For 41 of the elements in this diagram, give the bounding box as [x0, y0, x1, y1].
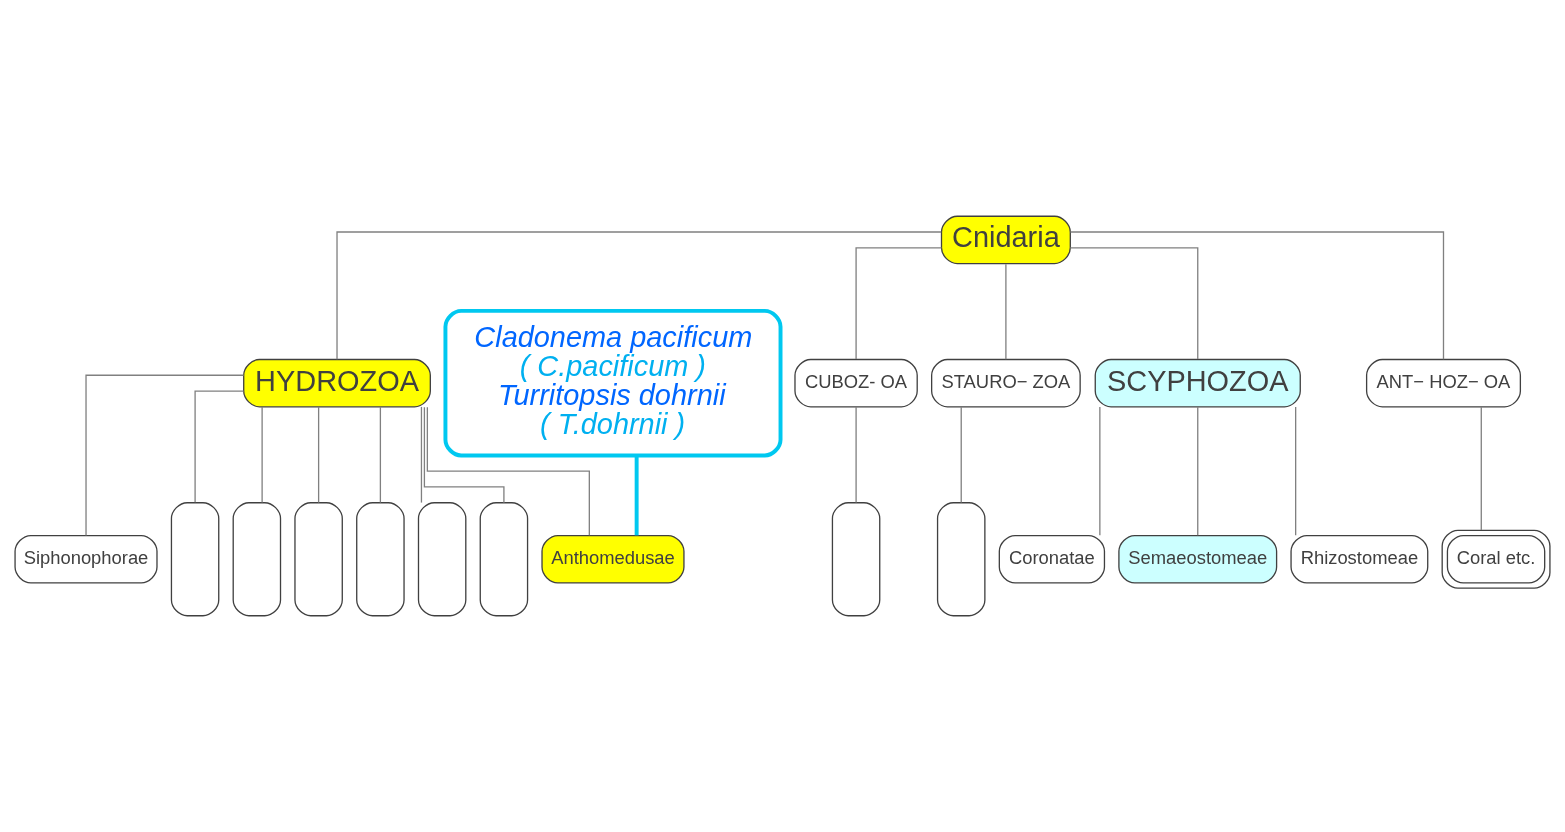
connector: [336, 231, 942, 360]
node-box: Anthomedusae: [541, 534, 685, 584]
node-box: [479, 502, 529, 617]
node-box: [417, 502, 467, 617]
node-box: [232, 502, 282, 617]
node-box: Coral etc.: [1441, 529, 1551, 589]
node-box: [170, 502, 220, 617]
node-box: Coronatae: [998, 534, 1106, 584]
node-box: STAURO− ZOA: [931, 358, 1081, 408]
connector: [1197, 406, 1199, 536]
connector: [261, 406, 263, 504]
node-box: [356, 502, 405, 617]
connector: [1480, 406, 1482, 531]
connector: [855, 247, 943, 360]
node-box: Siphonophorae: [14, 534, 158, 584]
connector: [1069, 247, 1199, 360]
connector: [426, 406, 590, 536]
node-box: ANT− HOZ− OA: [1365, 358, 1522, 408]
connector: [420, 406, 423, 504]
node-box: [294, 502, 343, 617]
connector: [634, 455, 639, 536]
node-box: Rhizostomeae: [1290, 534, 1429, 584]
connector: [855, 406, 857, 504]
connector: [194, 390, 245, 503]
node-box: CUBOZ- OA: [794, 358, 918, 408]
connector: [1295, 406, 1297, 536]
connector: [1099, 406, 1101, 536]
node-box: SCYPHOZOA: [1094, 358, 1301, 408]
connector: [379, 406, 382, 504]
node-box: Cnidaria: [940, 215, 1071, 265]
connector: [423, 406, 505, 504]
node-box: HYDROZOA: [243, 358, 431, 408]
node-box: Cladonema pacificum ( C.pacificum ) Turritopsis dohrnii ( T.dohrnii ): [443, 308, 783, 458]
connector: [317, 406, 320, 504]
connector: [1005, 263, 1007, 360]
connector: [85, 374, 245, 537]
node-box: [831, 502, 881, 617]
node-box: Semaeostomeae: [1118, 534, 1278, 584]
connector: [1069, 231, 1445, 360]
connector: [960, 406, 962, 504]
node-box: [936, 502, 986, 617]
